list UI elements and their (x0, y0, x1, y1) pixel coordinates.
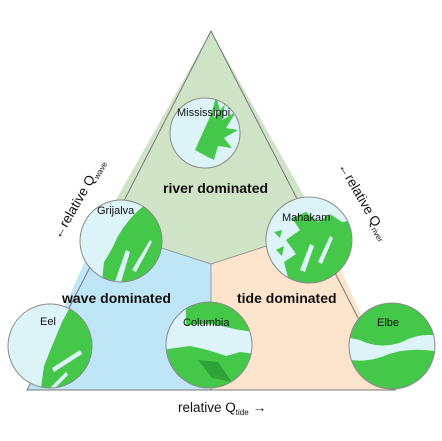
eel-inset: Eel (7, 303, 93, 389)
tide-dominated-label: tide dominated (237, 290, 337, 306)
river-axis-subscript: river (369, 226, 385, 244)
mississippi-label: Mississippi (177, 107, 230, 119)
tide-axis-label: relative Qtide → (178, 400, 266, 417)
mahakam-inset: Mahakam (265, 196, 353, 284)
grijalva-label: Grijalva (97, 205, 135, 217)
tide-axis-arrow: → (253, 400, 267, 415)
columbia-label: Columbia (183, 317, 230, 329)
river-dominated-label: river dominated (163, 180, 268, 196)
mahakam-label: Mahakam (282, 212, 330, 224)
river-axis-arrow: ← (335, 160, 355, 179)
river-axis-text: relative Q (342, 172, 384, 230)
wave-axis-arrow: ← (50, 222, 70, 241)
eel-label: Eel (40, 316, 56, 328)
wave-axis-subscript: wave (92, 160, 110, 182)
wave-dominated-label: wave dominated (61, 290, 171, 306)
mississippi-inset: Mississippi (169, 97, 241, 169)
elbe-label: Elbe (377, 317, 399, 329)
tide-axis-text: relative Q (178, 400, 236, 415)
tide-axis-subscript: tide (236, 408, 249, 417)
